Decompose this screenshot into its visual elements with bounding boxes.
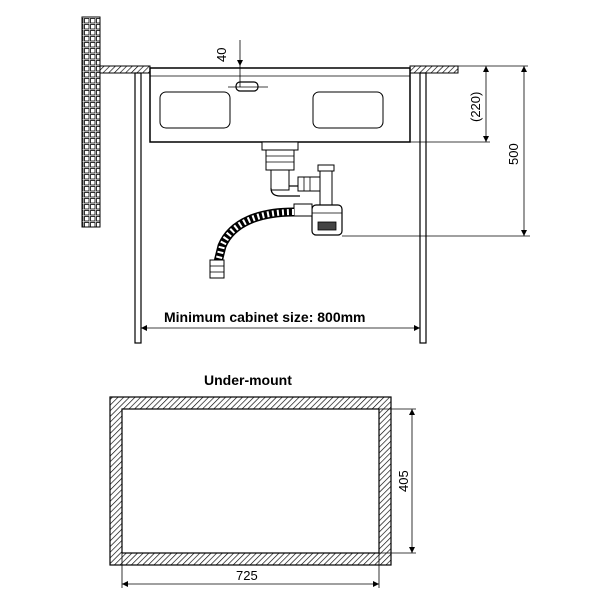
bowl-window-right (312, 91, 384, 129)
flex-hose (213, 207, 295, 264)
overflow-slot (235, 81, 259, 92)
label-cabinet-note: Minimum cabinet size: 800mm (164, 309, 366, 325)
bowl-window-left (159, 91, 231, 129)
label-total-height: 500 (506, 143, 521, 165)
trap-pipe (270, 169, 290, 191)
sink-body (149, 67, 411, 143)
undermount-outline-inner (121, 408, 380, 554)
label-bowl-depth: (220) (468, 92, 483, 122)
wall-brick (81, 16, 101, 228)
cabinet-wall-right (419, 72, 427, 344)
countertop-right (409, 65, 459, 74)
bottle-trap (311, 204, 343, 236)
drain-basket (261, 141, 299, 151)
cabinet-wall-left (134, 72, 142, 344)
countertop-left (99, 65, 151, 74)
label-depth-offset: 40 (214, 48, 229, 62)
plan-title: Under-mount (204, 372, 292, 388)
label-width: 725 (236, 568, 258, 583)
plan-view: Under-mount 725 405 (109, 372, 416, 588)
elevation-view: 40 (220) 500 Minimum cabinet size: 800mm (81, 16, 530, 344)
hose-end-fitting (209, 259, 225, 279)
label-depth: 405 (396, 470, 411, 492)
